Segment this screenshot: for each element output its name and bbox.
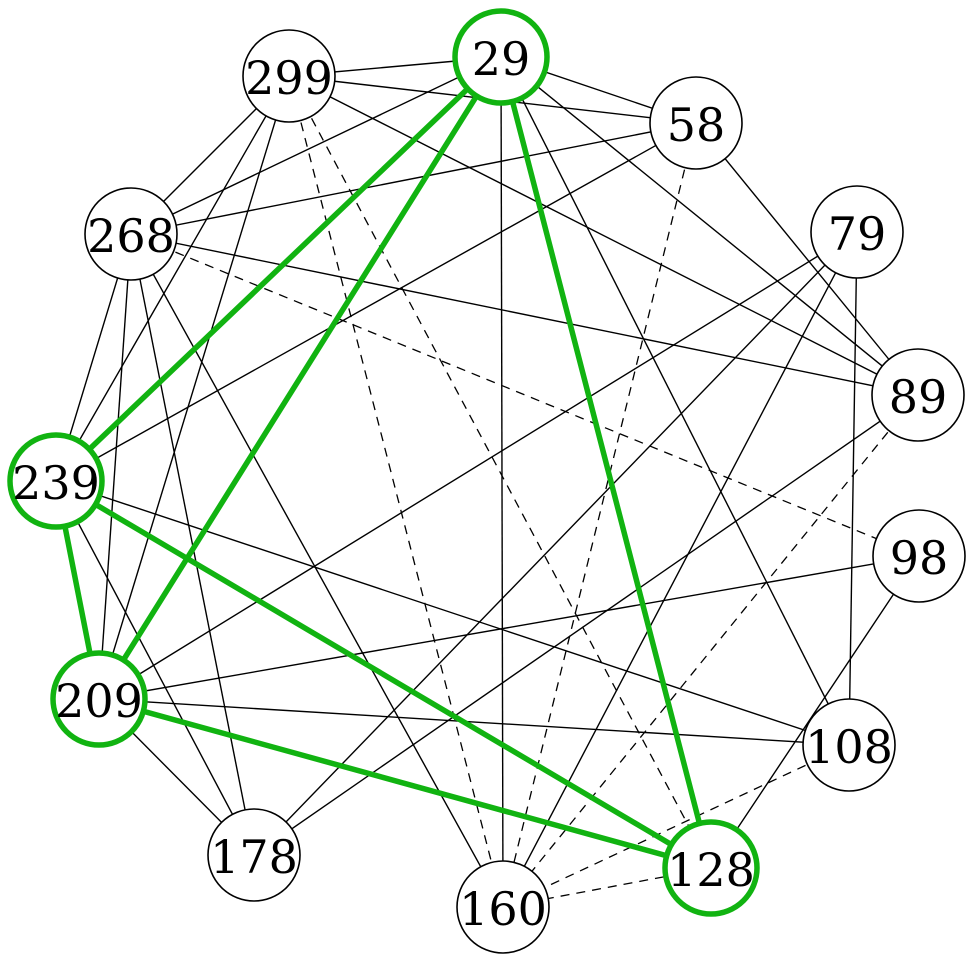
node-label-268: 268 bbox=[87, 209, 175, 263]
node-98: 98 bbox=[872, 509, 966, 603]
edge-29-108 bbox=[500, 56, 850, 746]
node-circle-89 bbox=[871, 348, 965, 442]
edge-239-178 bbox=[55, 480, 255, 856]
node-label-98: 98 bbox=[890, 531, 949, 585]
edge-268-98 bbox=[130, 233, 920, 557]
edge-299-239 bbox=[55, 75, 290, 482]
node-circle-209 bbox=[50, 650, 148, 748]
nodes-layer: 29 58 79 89 98 108 128 160 178 209 239 268 299 bbox=[7, 8, 966, 954]
edge-79-160 bbox=[502, 231, 858, 908]
edge-299-209 bbox=[98, 75, 290, 700]
node-label-108: 108 bbox=[805, 720, 893, 774]
edge-29-209 bbox=[96, 54, 504, 702]
node-circle-58 bbox=[649, 76, 743, 170]
node-circle-268 bbox=[84, 187, 178, 281]
edge-79-108 bbox=[848, 231, 858, 746]
node-label-58: 58 bbox=[667, 98, 726, 152]
node-circle-178 bbox=[207, 808, 301, 902]
node-circle-239 bbox=[7, 432, 105, 530]
edge-58-268 bbox=[130, 122, 697, 235]
edge-89-160 bbox=[502, 394, 919, 908]
edge-209-128 bbox=[96, 696, 714, 871]
node-label-209: 209 bbox=[55, 674, 143, 728]
edge-79-178 bbox=[253, 231, 858, 856]
node-label-128: 128 bbox=[667, 843, 755, 897]
node-268: 268 bbox=[84, 187, 178, 281]
node-label-239: 239 bbox=[12, 456, 100, 510]
node-circle-29 bbox=[452, 8, 550, 106]
node-circle-79 bbox=[810, 185, 904, 279]
node-299: 299 bbox=[242, 29, 336, 123]
edges-layer bbox=[55, 56, 920, 908]
node-label-79: 79 bbox=[828, 207, 887, 261]
node-label-160: 160 bbox=[459, 882, 547, 936]
edge-29-160 bbox=[500, 56, 504, 908]
edge-299-128 bbox=[288, 75, 712, 869]
edge-79-209 bbox=[98, 231, 858, 700]
highlighted-edges-layer bbox=[53, 54, 714, 871]
node-178: 178 bbox=[207, 808, 301, 902]
node-circle-299 bbox=[242, 29, 336, 123]
node-209: 209 bbox=[50, 650, 148, 748]
edge-98-209 bbox=[98, 555, 920, 700]
node-160: 160 bbox=[456, 860, 550, 954]
node-79: 79 bbox=[810, 185, 904, 279]
node-label-178: 178 bbox=[210, 830, 298, 884]
node-239: 239 bbox=[7, 432, 105, 530]
edge-29-89 bbox=[500, 56, 919, 396]
node-label-299: 299 bbox=[245, 51, 333, 105]
node-89: 89 bbox=[871, 348, 965, 442]
edge-98-128 bbox=[710, 555, 920, 869]
edge-58-239 bbox=[55, 122, 697, 482]
edge-29-268 bbox=[130, 56, 502, 235]
edge-29-128 bbox=[498, 54, 714, 871]
edge-239-128 bbox=[53, 478, 714, 871]
node-circle-128 bbox=[662, 819, 760, 917]
edge-29-239 bbox=[53, 54, 504, 484]
node-circle-160 bbox=[456, 860, 550, 954]
edge-268-89 bbox=[130, 233, 919, 396]
edge-268-209 bbox=[98, 233, 132, 700]
edge-58-160 bbox=[502, 122, 697, 908]
edge-299-89 bbox=[288, 75, 919, 396]
edge-239-108 bbox=[55, 480, 850, 746]
node-label-29: 29 bbox=[472, 32, 531, 86]
node-circle-98 bbox=[872, 509, 966, 603]
node-108: 108 bbox=[802, 698, 896, 792]
node-label-89: 89 bbox=[889, 370, 948, 424]
node-29: 29 bbox=[452, 8, 550, 106]
edge-209-108 bbox=[98, 698, 850, 746]
node-128: 128 bbox=[662, 819, 760, 917]
edge-89-178 bbox=[253, 394, 919, 856]
edge-58-89 bbox=[695, 122, 919, 396]
node-58: 58 bbox=[649, 76, 743, 170]
node-circle-108 bbox=[802, 698, 896, 792]
